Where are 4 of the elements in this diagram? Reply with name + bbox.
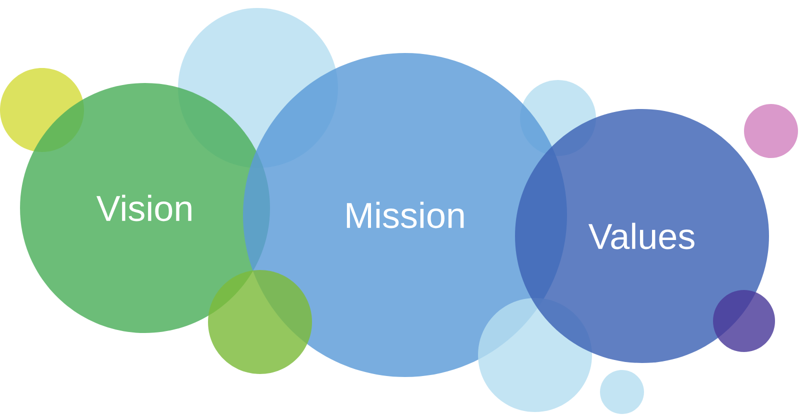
circle [744,104,798,158]
circle [713,290,775,352]
circle [600,370,644,414]
circle [208,270,312,374]
